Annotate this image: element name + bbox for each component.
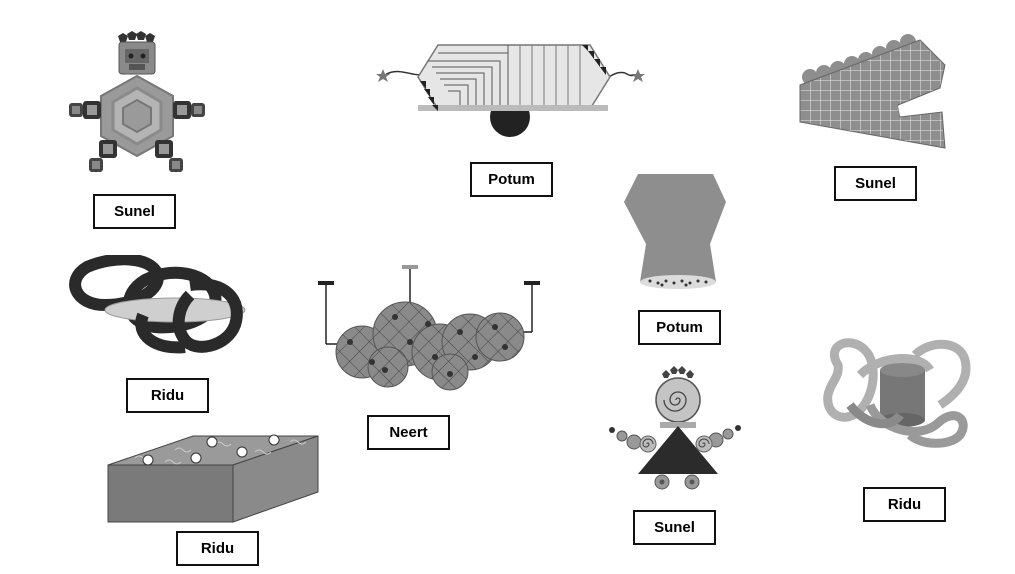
loop-cylinder-figure [823,338,971,448]
robot-creature-figure [69,31,205,172]
spotted-cloud-figure [318,265,540,391]
grid-jaw-figure [799,34,946,149]
spiral-figure-figure [609,366,741,490]
figure-label: Sunel [834,166,917,201]
figure-label: Neert [367,415,450,450]
hourglass-nozzle-figure [624,174,726,289]
figure-label: Sunel [93,194,176,229]
cart-machine-figure [376,44,645,137]
figure-label: Ridu [863,487,946,522]
linked-rings-figure [69,255,246,354]
figure-label: Potum [470,162,553,197]
figure-label: Ridu [126,378,209,413]
figure-label: Potum [638,310,721,345]
figure-label: Ridu [176,531,259,566]
box-slab-figure [107,434,319,523]
figure-label: Sunel [633,510,716,545]
